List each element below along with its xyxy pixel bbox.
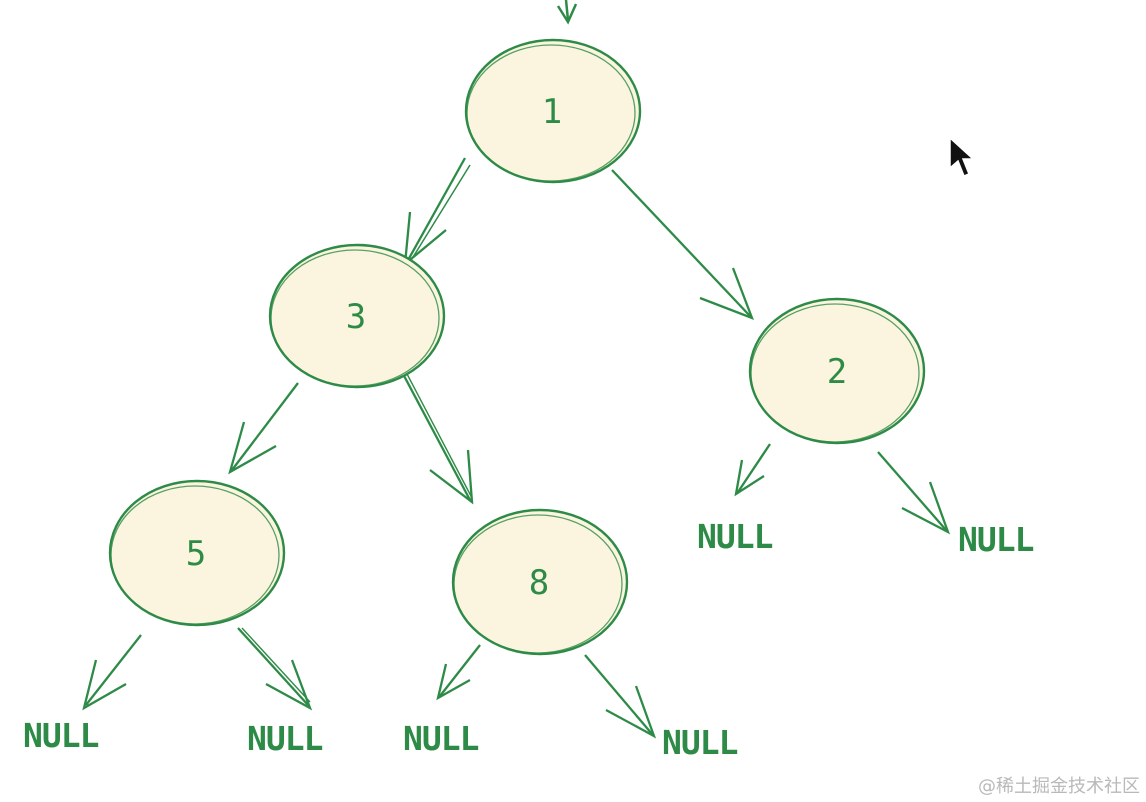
edge-3-to-8 xyxy=(400,371,474,505)
node-3-label: 3 xyxy=(346,297,366,337)
edge-1-to-2 xyxy=(611,169,754,320)
tree-node-3: 3 xyxy=(268,243,446,389)
node-2-label: 2 xyxy=(827,352,847,392)
tree-node-1: 1 xyxy=(464,38,642,184)
watermark-text: @稀土掘金技术社区 xyxy=(978,776,1140,797)
node-1-label: 1 xyxy=(542,92,562,132)
arrow-pointer-icon xyxy=(949,136,975,177)
node-5-label: 5 xyxy=(186,534,206,574)
edge-1-to-3 xyxy=(403,157,471,267)
edge-2-to-null-left xyxy=(734,443,771,497)
null-label-8-right: NULL xyxy=(662,723,738,762)
null-label-5-left: NULL xyxy=(23,716,99,755)
edge-8-to-null-right xyxy=(584,654,657,739)
edge-5-to-null-right xyxy=(237,627,313,711)
edge-3-to-5 xyxy=(228,382,299,475)
null-label-2-right: NULL xyxy=(958,520,1034,559)
null-label-2-left: NULL xyxy=(697,517,773,556)
edge-2-to-null-right xyxy=(877,451,951,535)
edge-5-to-null-left xyxy=(82,634,142,711)
tree-node-8: 8 xyxy=(451,508,629,656)
tree-node-5: 5 xyxy=(108,479,286,627)
root-incoming-arrow xyxy=(556,0,578,25)
tree-node-2: 2 xyxy=(748,297,926,445)
null-label-8-left: NULL xyxy=(403,719,479,758)
node-8-label: 8 xyxy=(529,563,549,603)
edge-8-to-null-left xyxy=(436,644,481,701)
null-label-5-right: NULL xyxy=(247,719,323,758)
